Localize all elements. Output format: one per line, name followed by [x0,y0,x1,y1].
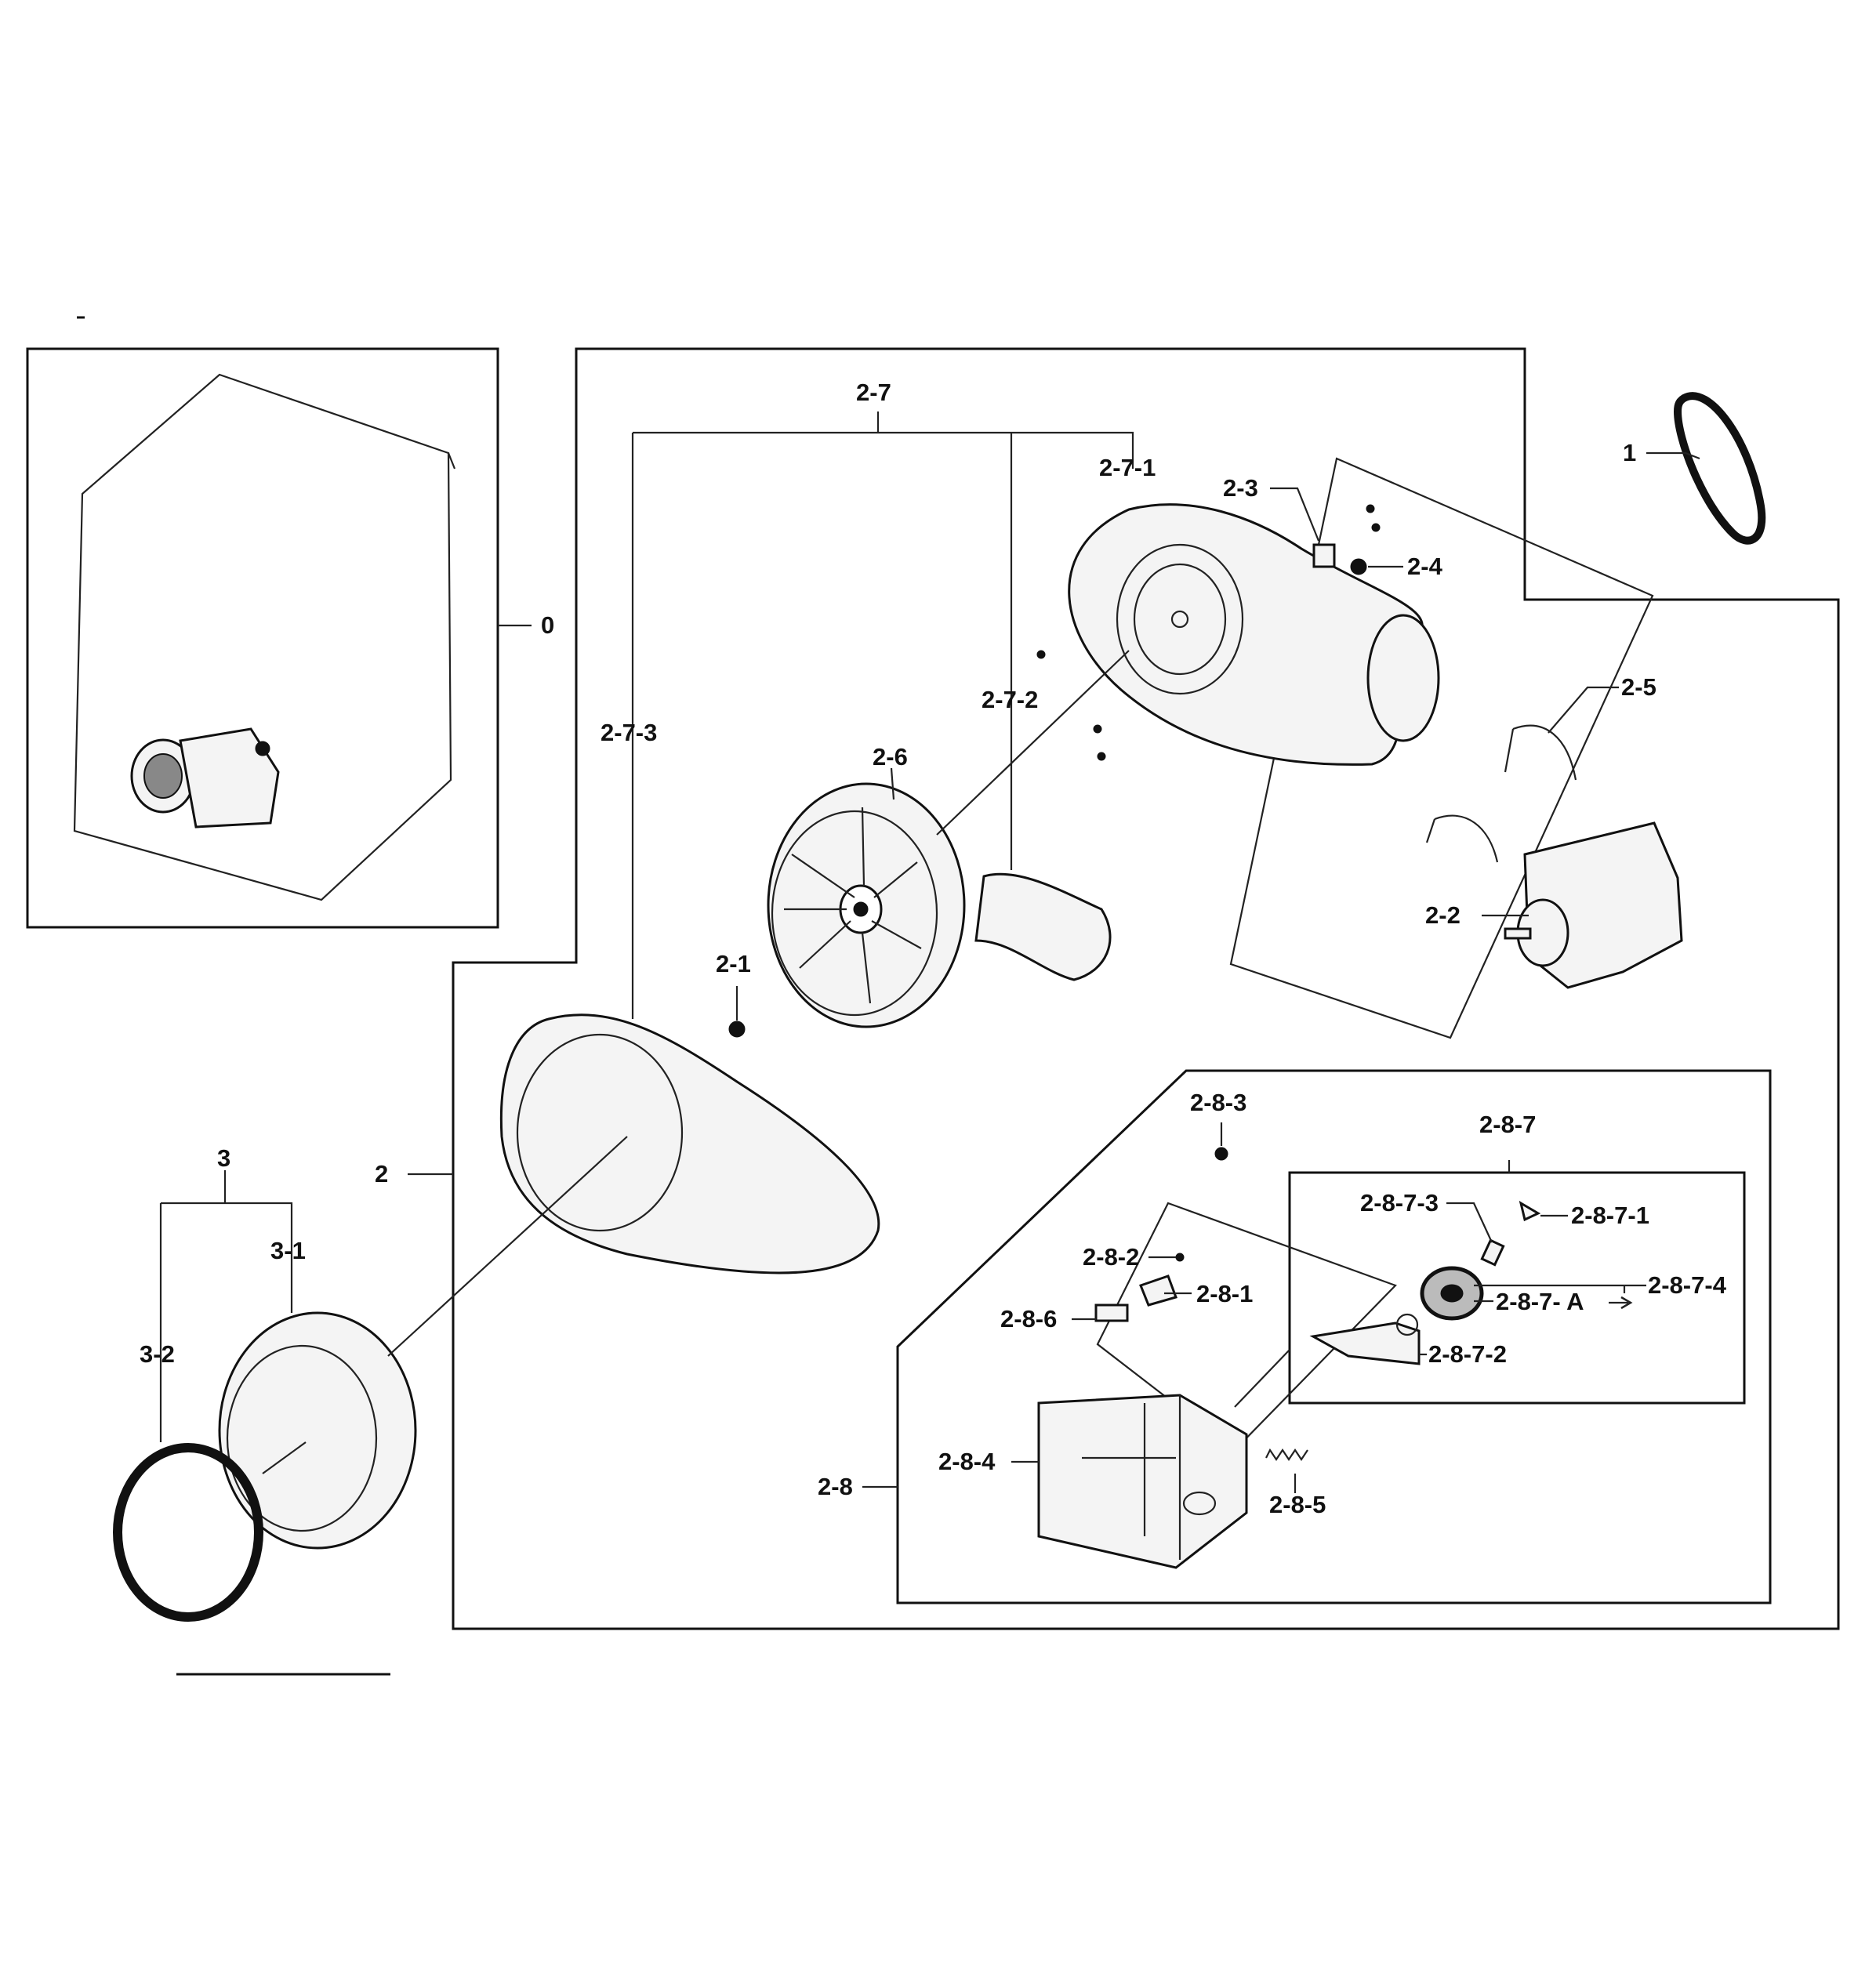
screw-2-4 [1350,558,1367,575]
label-2-4: 2-4 [1407,553,1443,580]
label-2-7-2: 2-7-2 [982,686,1038,713]
insulation-2-7-2 [974,872,1112,981]
label-2-8-5: 2-8-5 [1269,1491,1326,1518]
nut-2-1 [728,1021,746,1038]
group-box-2-8-7 [1288,1171,1746,1405]
spring-2-8-5 [1265,1448,1308,1461]
label-3-1: 3-1 [270,1237,306,1264]
screw-2-8-2 [1175,1253,1185,1262]
group-box-0 [26,347,499,929]
label-3-2: 3-2 [140,1340,175,1368]
label-2-8-7-2: 2-8-7-2 [1428,1340,1507,1368]
part-2-8-6 [1094,1303,1129,1322]
label-2-1: 2-1 [716,950,751,977]
label-2-7-3: 2-7-3 [601,719,657,746]
label-2-8-6: 2-8-6 [1000,1305,1057,1332]
label-2-8-1: 2-8-1 [1196,1280,1253,1307]
motor-2-2 [1504,821,1683,989]
label-2-8-7-3: 2-8-7-3 [1360,1189,1439,1216]
bracket-2-8-1 [1139,1274,1177,1307]
label-2-8: 2-8 [818,1473,853,1500]
label-2-8-4: 2-8-4 [938,1448,996,1475]
label-2-3: 2-3 [1223,474,1258,502]
label-2-2: 2-2 [1425,901,1461,929]
chassis-2-8-4 [1037,1394,1248,1569]
bracket-2-3 [1312,504,1381,568]
blower-wheel-2-6 [767,782,966,1028]
duct-housing-front [499,1013,880,1274]
clip-2-5 [1425,724,1577,863]
label-2: 2 [375,1160,388,1187]
screw-2-8-3 [1214,1147,1228,1161]
label-2-8-2: 2-8-2 [1083,1243,1139,1271]
group-box-2-8 [896,1069,1772,1604]
duct-housing-rear [1068,503,1440,766]
cabinet-outline [73,373,456,901]
label-2-8-7-1: 2-8-7-1 [1571,1202,1649,1229]
label-2-6: 2-6 [873,743,908,770]
idler-assembly-2-8-7 [1309,1200,1541,1365]
label-2-7: 2-7 [856,379,891,406]
belt-part [1673,392,1766,545]
label-2-7-1: 2-7-1 [1099,454,1156,481]
label-2-8-7: 2-8-7 [1479,1111,1536,1138]
label-2-8-7-4: 2-8-7-4 [1648,1271,1727,1299]
label-2-8-7-A: 2-8-7- A [1496,1288,1584,1315]
group-box-2 [452,347,1840,1630]
group-box-motor [1229,457,1654,1039]
label-1: 1 [1623,439,1636,466]
fan-cover-3-1 [218,1311,417,1550]
label-0: 0 [541,611,554,639]
callout-labels: 0 1 2 2-1 2-2 2-3 2-4 2-5 2-6 2-7 2-7-1 … [140,379,1727,1518]
label-2-5: 2-5 [1621,673,1656,701]
label-3: 3 [217,1144,230,1172]
leader-lines [159,412,1700,1493]
label-2-8-3: 2-8-3 [1190,1089,1246,1116]
gasket-ring-3-2 [113,1443,263,1622]
